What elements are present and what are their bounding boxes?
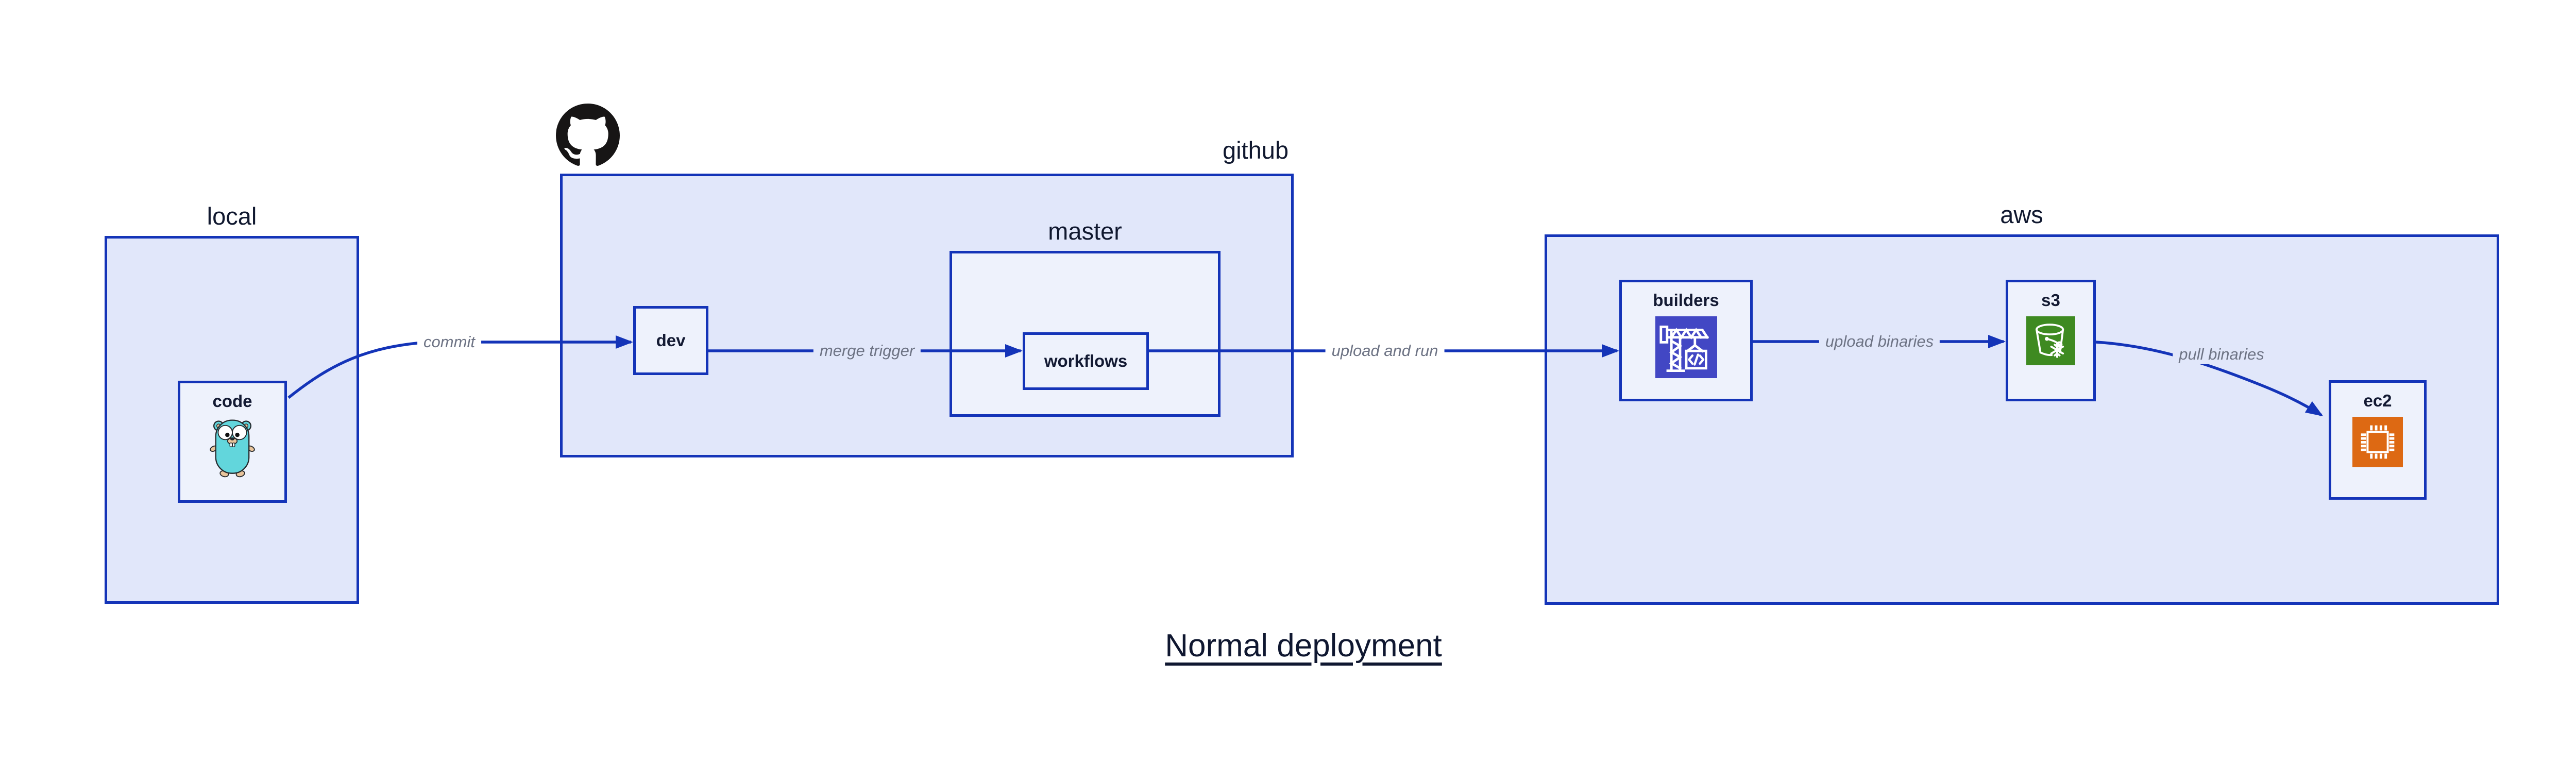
node-ec2: ec2 <box>2329 380 2427 500</box>
github-container-label: github <box>1222 137 1289 164</box>
edge-label-merge-trigger: merge trigger <box>813 341 921 361</box>
node-workflows-label: workflows <box>1044 351 1128 370</box>
go-gopher-icon <box>209 417 256 481</box>
aws-container-label: aws <box>2000 201 2043 228</box>
edge-label-commit: commit <box>417 332 481 352</box>
ec2-chip-icon <box>2352 417 2403 470</box>
node-s3-label: s3 <box>2041 291 2060 310</box>
node-workflows: workflows <box>1023 332 1149 390</box>
master-container-label: master <box>1048 217 1122 245</box>
edge-label-upload-and-run: upload and run <box>1325 341 1445 361</box>
codebuild-crane-icon <box>1655 316 1717 381</box>
edge-label-pull-binaries: pull binaries <box>2173 344 2270 365</box>
node-s3: s3 <box>2006 280 2096 401</box>
node-dev-label: dev <box>656 331 686 350</box>
github-octocat-icon <box>556 104 620 170</box>
s3-glacier-bucket-icon <box>2026 316 2075 368</box>
edge-label-upload-binaries: upload binaries <box>1819 331 1940 352</box>
diagram-title: Normal deployment <box>1165 628 1442 664</box>
node-code-label: code <box>212 392 252 411</box>
node-builders: builders <box>1619 280 1753 401</box>
node-builders-label: builders <box>1653 291 1719 310</box>
local-container-label: local <box>207 202 257 230</box>
node-code: code <box>178 381 287 503</box>
node-dev: dev <box>633 306 708 375</box>
node-ec2-label: ec2 <box>2363 391 2392 410</box>
